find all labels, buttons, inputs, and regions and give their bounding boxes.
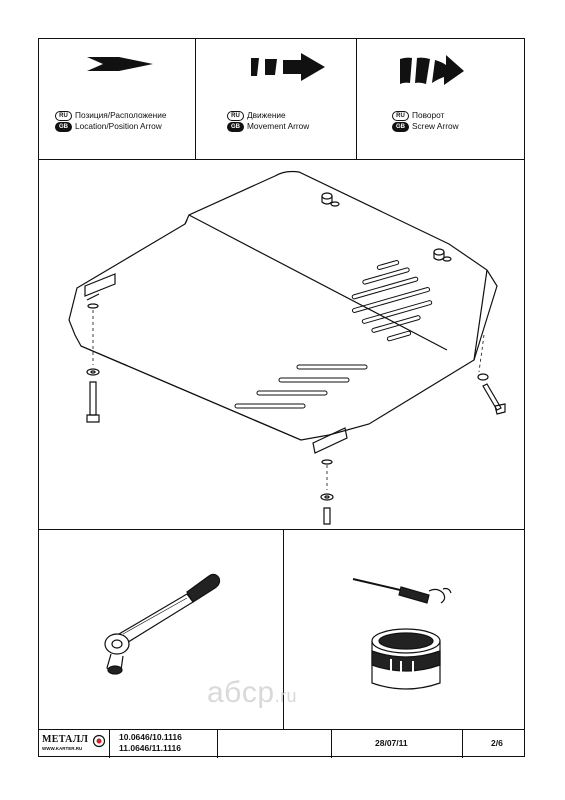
solid-arrow-icon: [87, 57, 153, 71]
legend-gb-text: Movement Arrow: [247, 121, 310, 131]
ratchet-wrench-icon: [104, 573, 221, 675]
vent-slots-upper: [351, 260, 433, 342]
legend-ru-text: Позиция/Расположение: [75, 110, 167, 120]
divider: [109, 729, 110, 758]
dashed-arrow-icon: [251, 53, 325, 81]
bolt-front: [320, 493, 334, 525]
fold-line: [184, 219, 188, 225]
date-text: 28/07/11: [375, 738, 408, 748]
skid-plate-outline: [68, 170, 498, 441]
divider: [195, 39, 196, 159]
watermark-suffix: .ru: [274, 686, 298, 706]
bracket-left: [84, 273, 116, 309]
gb-badge: GB: [392, 121, 409, 132]
footer-logo: МЕТАЛЛ WWW.KARTER.RU: [42, 734, 108, 756]
page-number: 2/6: [491, 738, 503, 748]
ru-badge: RU: [55, 110, 72, 121]
nut-top-2: [433, 248, 452, 262]
divider: [39, 729, 524, 730]
logo-subtitle: WWW.KARTER.RU: [42, 746, 83, 751]
legend-ru-text: Движение: [247, 110, 286, 120]
divider: [331, 729, 332, 758]
legend-ru-text: Поворот: [412, 110, 445, 120]
vent-slots-lower: [234, 364, 368, 409]
bolt-right: [477, 373, 506, 415]
bolt-guide-lines: [92, 310, 485, 490]
bolt-left: [86, 368, 100, 423]
divider: [283, 529, 284, 729]
ru-badge: RU: [392, 110, 409, 121]
watermark-text: aбcp: [207, 676, 275, 709]
divider: [217, 729, 218, 758]
divider: [39, 529, 524, 530]
bracket-front: [312, 427, 348, 465]
gb-badge: GB: [227, 121, 244, 132]
part-number-1: 10.0646/10.1116: [119, 732, 182, 742]
legend-gb-text: Screw Arrow: [412, 121, 459, 131]
divider: [462, 729, 463, 758]
divider: [356, 39, 357, 159]
nut-top-1: [321, 192, 340, 207]
flange-edge: [80, 345, 302, 441]
divider: [39, 159, 524, 160]
curved-arrow-icon: [400, 55, 464, 85]
logo-text: МЕТАЛЛ: [42, 734, 89, 745]
legend-gb-text: Location/Position Arrow: [75, 121, 162, 131]
logo-emblem-icon: [92, 734, 106, 748]
paint-can-brush-icon: [352, 578, 452, 690]
fold-line: [188, 214, 448, 351]
flange-edge: [473, 269, 488, 361]
skid-plate-assembly-drawing: [68, 170, 506, 525]
gb-badge: GB: [55, 121, 72, 132]
part-number-2: 11.0646/11.1116: [119, 743, 181, 753]
ru-badge: RU: [227, 110, 244, 121]
watermark-logo: aбcp.ru: [207, 676, 297, 710]
